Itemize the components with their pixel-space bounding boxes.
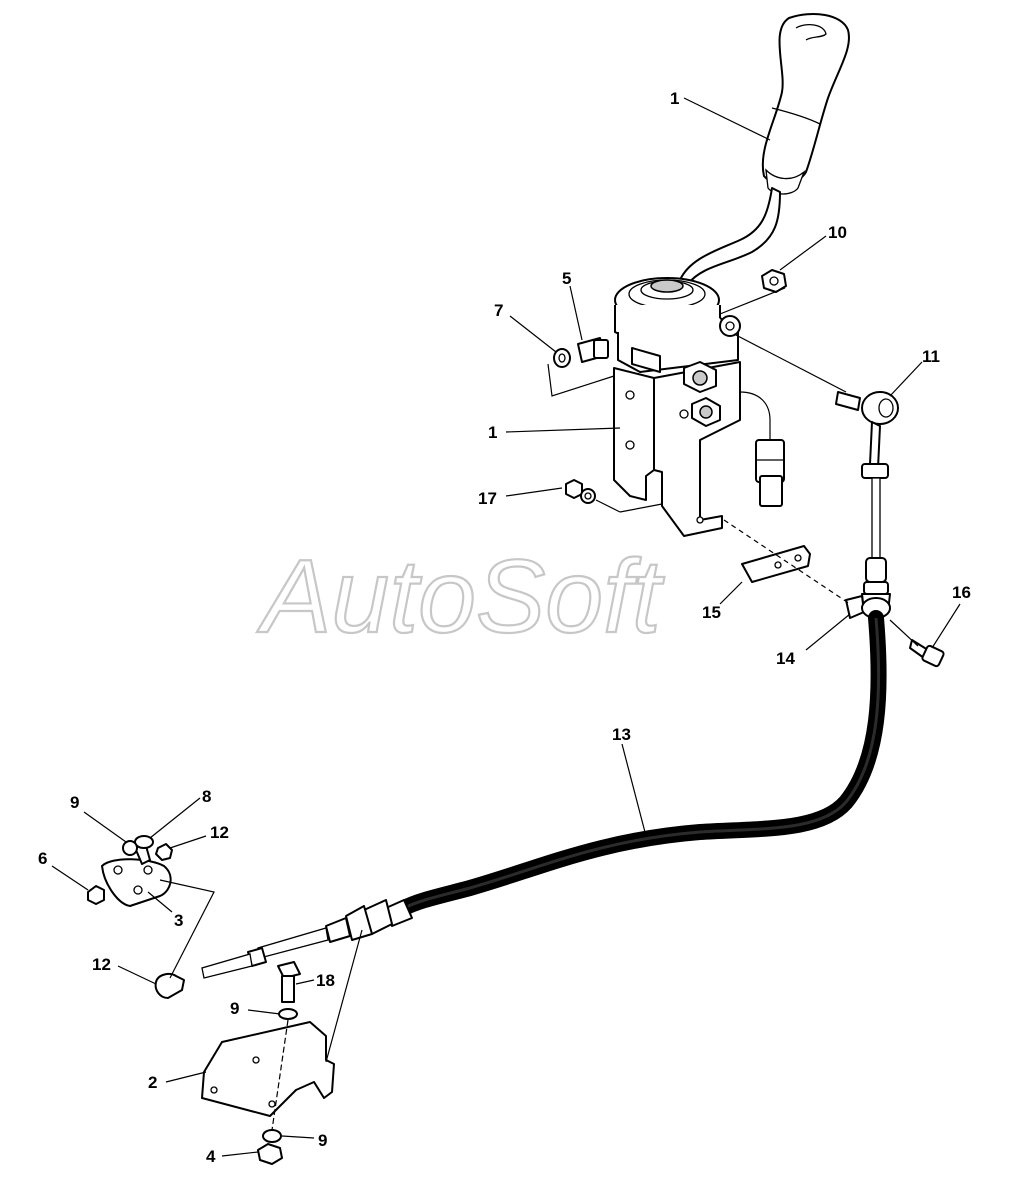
nut-6 <box>87 885 105 905</box>
cable-bracket <box>741 545 811 583</box>
ball-joint <box>835 391 899 469</box>
callout-3: 3 <box>174 911 183 930</box>
callout-8: 8 <box>202 787 211 806</box>
callout-1-bracket: 1 <box>488 423 497 442</box>
mounting-plate <box>201 1021 335 1117</box>
nut-and-washer <box>565 479 596 504</box>
callout-12-upper: 12 <box>210 823 229 842</box>
electrical-connector <box>739 391 785 507</box>
washer-9-upper <box>122 840 138 856</box>
callout-10: 10 <box>828 223 847 242</box>
callout-6: 6 <box>38 849 47 868</box>
nut <box>761 269 787 293</box>
callout-1-lever: 1 <box>670 89 679 108</box>
screw <box>909 639 945 668</box>
callout-9-upper: 9 <box>70 793 79 812</box>
watermark: AutoSoft <box>256 539 665 655</box>
gear-lever <box>679 13 850 285</box>
callout-9-middle: 9 <box>230 999 239 1018</box>
bolt-and-washer <box>553 337 609 368</box>
lever-plate <box>101 858 172 907</box>
callout-9-lower: 9 <box>318 1131 327 1150</box>
leader-lines <box>51 97 961 1157</box>
callout-18: 18 <box>316 971 335 990</box>
bolt-18 <box>277 961 301 1003</box>
cable-end-12 <box>154 973 185 999</box>
mounting-bracket <box>613 361 741 537</box>
nut-12-upper <box>155 843 173 861</box>
control-cable <box>201 610 887 979</box>
nut-4 <box>257 1143 283 1165</box>
shift-housing <box>614 277 741 373</box>
cable-clamp <box>845 595 891 619</box>
callout-13: 13 <box>612 725 631 744</box>
washer-9-middle <box>278 1008 298 1020</box>
callout-17: 17 <box>478 489 497 508</box>
callout-16: 16 <box>952 583 971 602</box>
callout-4: 4 <box>206 1147 216 1166</box>
washer-9-lower <box>262 1129 282 1143</box>
callout-15: 15 <box>702 603 721 622</box>
callout-14: 14 <box>776 649 795 668</box>
callout-11: 11 <box>922 347 940 366</box>
callout-5: 5 <box>562 269 571 288</box>
callout-labels: 1 10 5 7 11 1 17 15 16 14 13 9 8 12 6 3 … <box>38 89 971 1166</box>
callout-7: 7 <box>494 301 503 320</box>
cable-upper <box>861 463 891 613</box>
callout-12-lower: 12 <box>92 955 111 974</box>
callout-2: 2 <box>148 1073 157 1092</box>
